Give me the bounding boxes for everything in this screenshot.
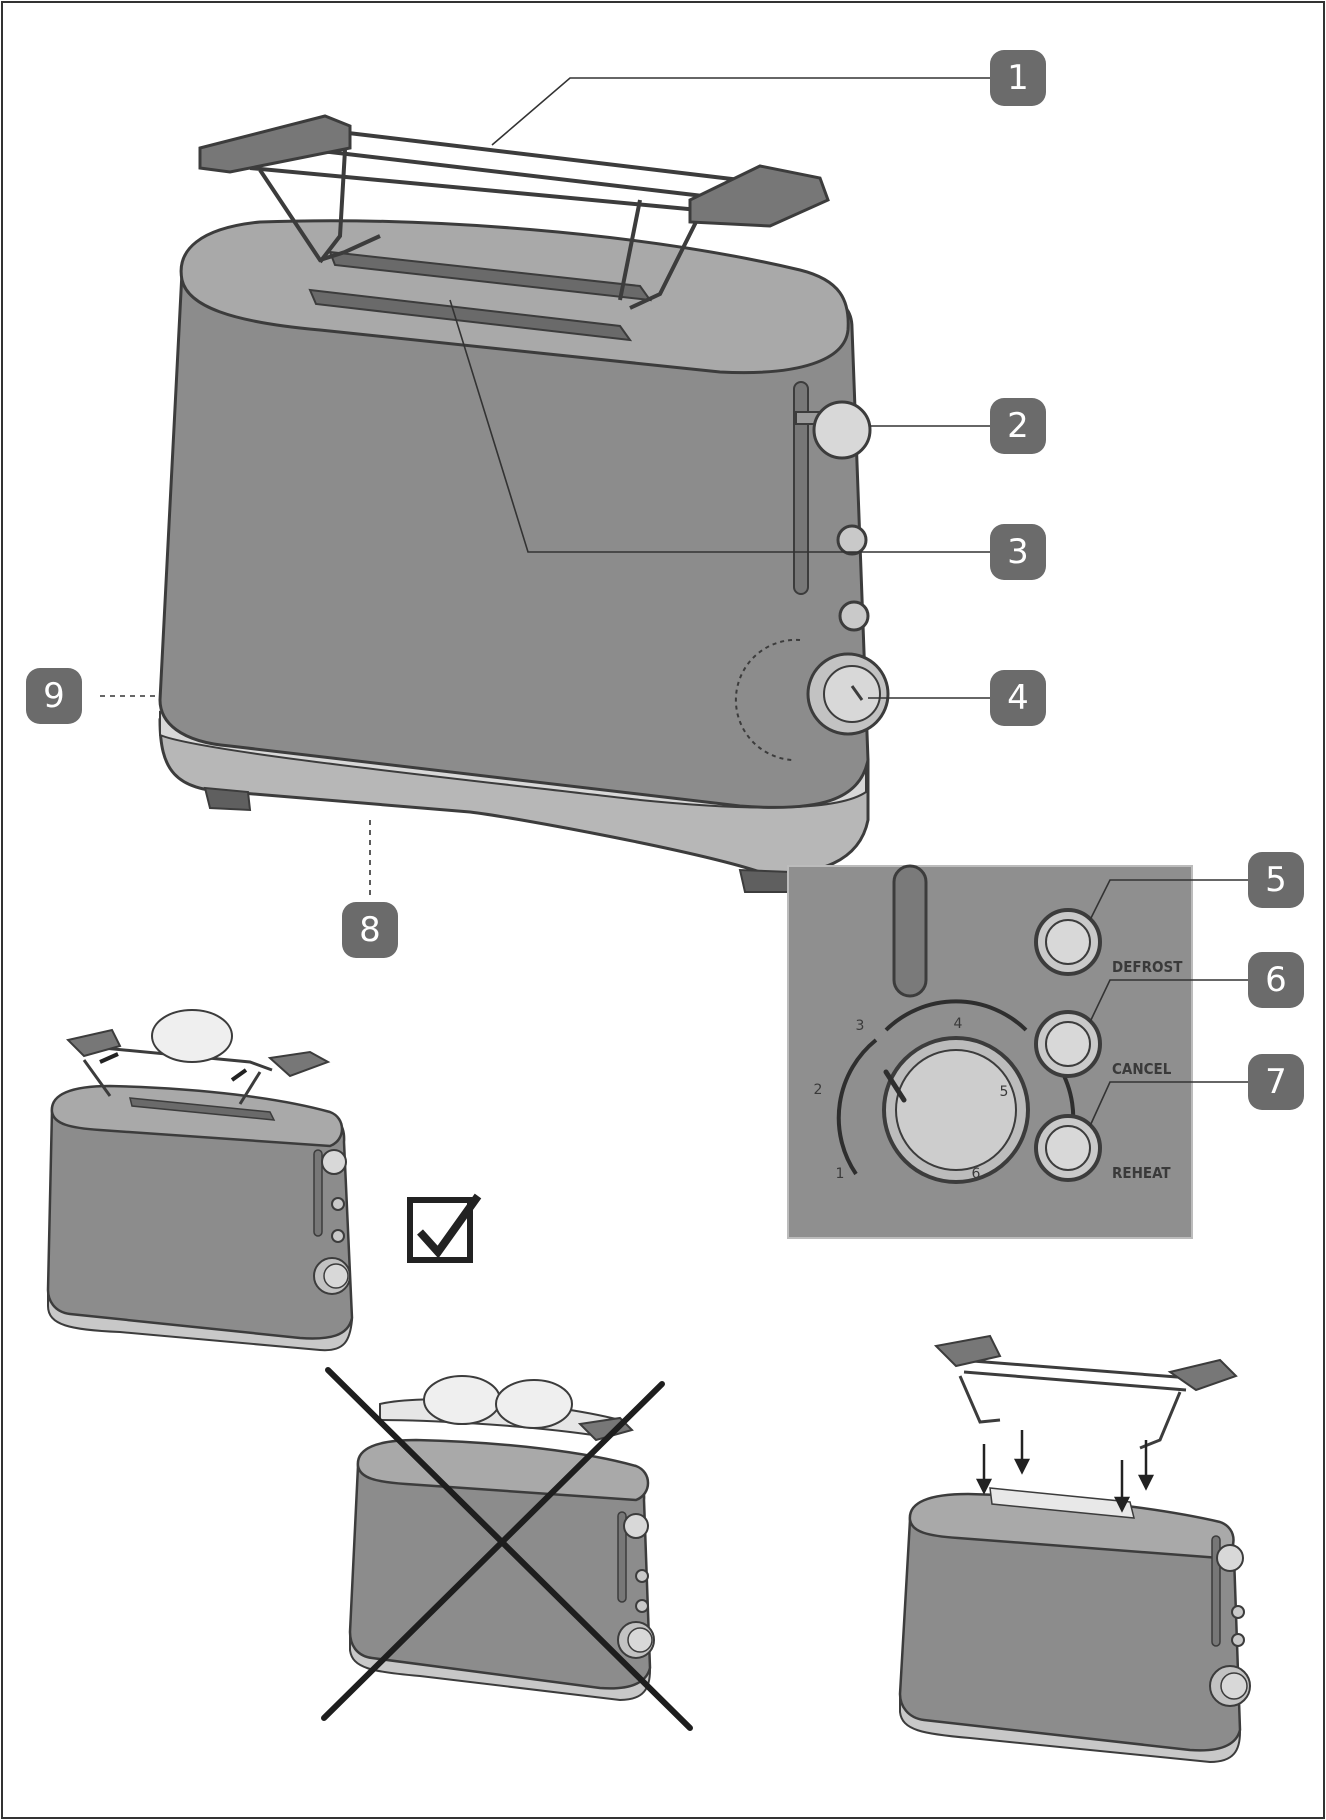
dial-number-4: 4 xyxy=(954,1016,963,1032)
lever-knob[interactable] xyxy=(812,400,872,460)
callout-5: 5 xyxy=(1248,852,1304,908)
svg-text:9: 9 xyxy=(43,676,65,716)
svg-text:7: 7 xyxy=(1265,1062,1287,1102)
reheat-button-inner xyxy=(1045,1125,1091,1171)
dial-pointer xyxy=(850,685,864,701)
panel-lever-slot xyxy=(892,864,928,998)
side-button-cancel[interactable] xyxy=(838,600,870,632)
callout-4: 4 xyxy=(990,670,1046,726)
dial-number-6: 6 xyxy=(972,1166,981,1182)
callout-2: 2 xyxy=(990,398,1046,454)
callout-6: 6 xyxy=(1248,952,1304,1008)
browning-dial-inner xyxy=(823,665,881,723)
svg-text:2: 2 xyxy=(1007,406,1029,446)
bread-roll xyxy=(495,1379,573,1429)
dial-number-5: 5 xyxy=(1000,1084,1009,1100)
dial-number-3: 3 xyxy=(856,1018,865,1034)
rack-handle-left[interactable] xyxy=(198,114,352,174)
svg-text:6: 6 xyxy=(1265,960,1287,1000)
dial-arc xyxy=(734,638,801,761)
svg-text:4: 4 xyxy=(1007,678,1029,718)
callout-8: 8 xyxy=(342,902,398,958)
panel-dial-arc-left xyxy=(836,1038,878,1176)
incorrect-use-toaster xyxy=(348,1375,655,1702)
dial-number-2: 2 xyxy=(814,1082,823,1098)
panel-dial-pointer xyxy=(883,1069,907,1103)
toaster-slot xyxy=(308,288,633,342)
callout-leaders xyxy=(100,77,992,900)
toaster-foot-left xyxy=(203,786,252,812)
defrost-button-inner xyxy=(1045,919,1091,965)
rack-insertion-toaster xyxy=(898,1334,1251,1764)
callout-3: 3 xyxy=(990,524,1046,580)
bread-roll xyxy=(151,1009,233,1063)
control-panel-detail: 1 2 3 4 5 6 DEFROST CANCEL REHEAT xyxy=(787,864,1193,1239)
callout-1: 1 xyxy=(990,50,1046,106)
cancel-button-inner xyxy=(1045,1021,1091,1067)
svg-text:1: 1 xyxy=(1007,58,1029,98)
toaster-foot-right xyxy=(738,868,791,893)
svg-text:8: 8 xyxy=(359,910,381,950)
side-button-defrost[interactable] xyxy=(836,524,868,556)
cancel-label: CANCEL xyxy=(1112,1060,1172,1078)
defrost-label: DEFROST xyxy=(1112,958,1183,976)
small-lever-knob xyxy=(321,1149,347,1175)
insert-arrows xyxy=(975,1430,1155,1513)
panel-browning-dial-inner xyxy=(895,1049,1017,1171)
callout-9: 9 xyxy=(26,668,82,724)
correct-use-toaster xyxy=(46,1009,354,1352)
lever-slot xyxy=(793,381,809,595)
bread-roll xyxy=(423,1375,501,1425)
checkbox-check-icon xyxy=(407,1193,482,1263)
svg-text:5: 5 xyxy=(1265,860,1287,900)
rack-handle-right[interactable] xyxy=(688,164,830,228)
main-toaster xyxy=(158,114,890,893)
dial-number-1: 1 xyxy=(836,1166,845,1182)
panel-dial-arc-top xyxy=(884,999,1028,1032)
panel-leaders xyxy=(1089,879,1250,1127)
reheat-label: REHEAT xyxy=(1112,1164,1171,1182)
callout-7: 7 xyxy=(1248,1054,1304,1110)
cross-out-icon xyxy=(321,1367,693,1731)
svg-text:3: 3 xyxy=(1007,532,1029,572)
